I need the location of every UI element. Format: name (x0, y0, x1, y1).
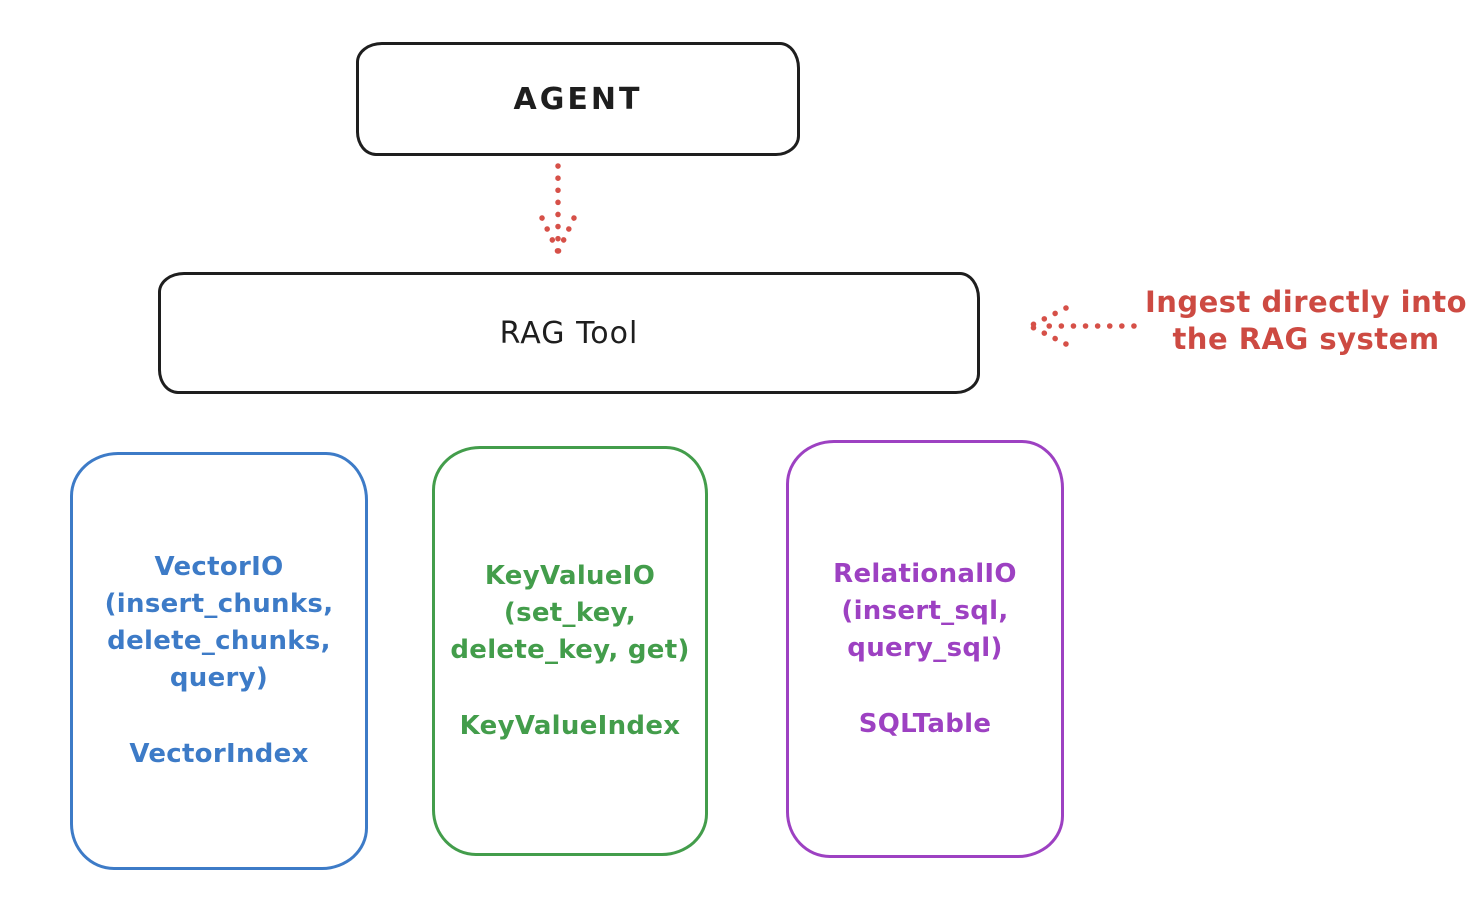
arrow-down-wing-right (555, 215, 577, 255)
arrow-left-wing-down (1027, 323, 1069, 347)
ingest-annotation: Ingest directly into the RAG system (1136, 284, 1476, 358)
node-text-line: VectorIO (154, 552, 284, 582)
ingest-annotation-line2: the RAG system (1172, 322, 1440, 356)
keyvalue-io-node: KeyValueIO (set_key, delete_key, get) Ke… (432, 446, 708, 856)
keyvalue-io-signature: KeyValueIO (set_key, delete_key, get) (450, 558, 689, 669)
node-text-line: delete_key, get) (450, 634, 690, 665)
vector-index-label: VectorIndex (129, 739, 309, 769)
sql-table-label: SQLTable (858, 708, 992, 739)
node-text-line: query) (169, 663, 269, 693)
arrow-down-icon (539, 163, 577, 255)
keyvalue-index-label: KeyValueIndex (459, 710, 681, 741)
relational-io-node: RelationalIO (insert_sql, query_sql) SQL… (786, 440, 1064, 858)
node-text-line: KeyValueIO (484, 560, 656, 591)
node-text-line: query_sql) (847, 632, 1003, 663)
vector-io-node: VectorIO (insert_chunks, delete_chunks, … (70, 452, 368, 870)
relational-io-signature: RelationalIO (insert_sql, query_sql) (833, 556, 1017, 667)
agent-node: AGENT (356, 42, 800, 156)
node-text-line: delete_chunks, (107, 626, 331, 656)
arrow-down-wing-left (539, 215, 561, 255)
agent-label: AGENT (513, 81, 643, 117)
rag-tool-node: RAG Tool (158, 272, 980, 394)
node-text-line: (insert_sql, (841, 595, 1009, 626)
node-text-line: (insert_chunks, (104, 589, 334, 619)
node-text-line: (set_key, (503, 597, 637, 628)
ingest-annotation-line1: Ingest directly into (1144, 285, 1468, 319)
arrow-left-icon (1027, 305, 1137, 347)
rag-tool-label: RAG Tool (499, 315, 639, 351)
arrow-left-wing-up (1027, 305, 1069, 329)
vector-io-signature: VectorIO (insert_chunks, delete_chunks, … (105, 549, 334, 697)
node-text-line: RelationalIO (833, 558, 1017, 589)
